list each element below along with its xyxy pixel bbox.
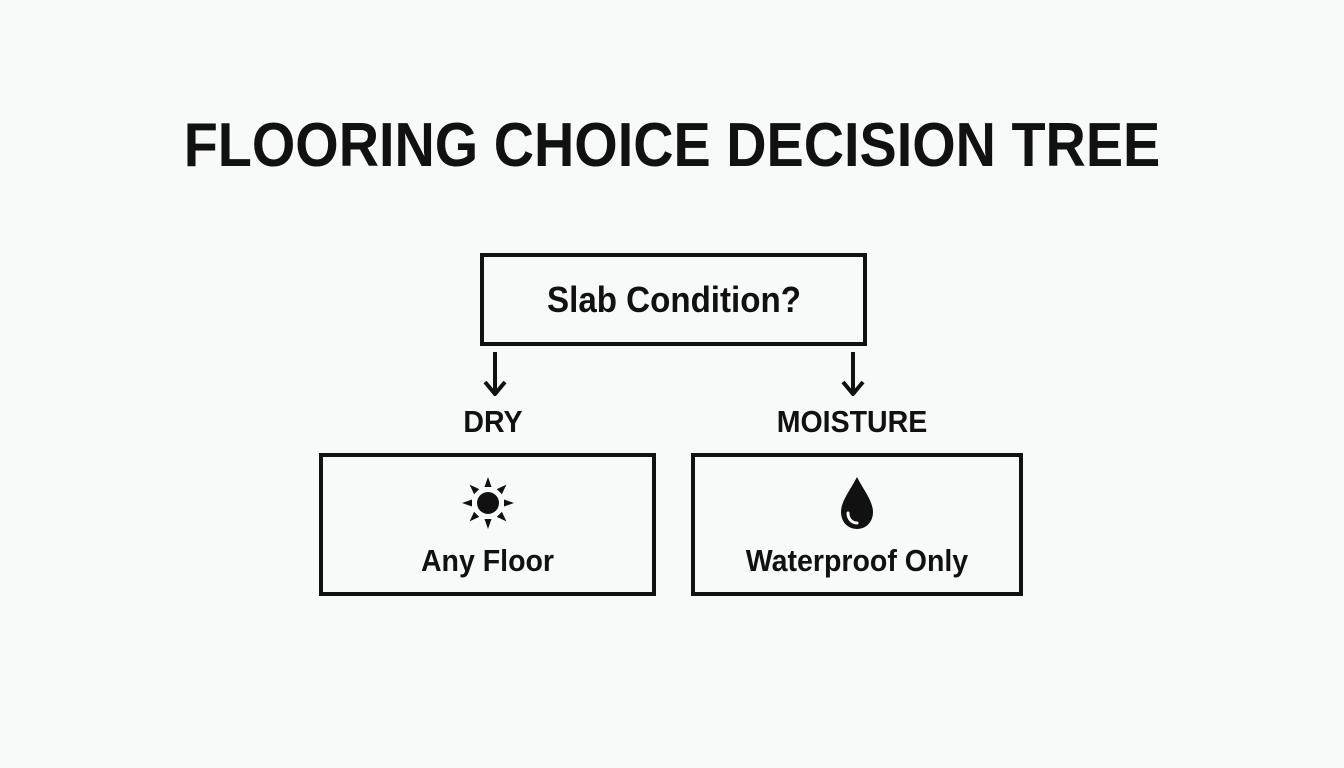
outcome-label-dry: Any Floor — [420, 543, 555, 578]
root-node: Slab Condition? — [480, 253, 867, 346]
branch-label-moisture: MOISTURE — [776, 404, 928, 439]
outcome-node-moisture: Waterproof Only — [691, 453, 1023, 596]
outcome-node-dry: Any Floor — [319, 453, 656, 596]
branch-label-dry: DRY — [463, 404, 523, 439]
diagram-title: FLOORING CHOICE DECISION TREE — [183, 111, 1161, 180]
arrow-down-icon — [483, 352, 507, 396]
outcome-label-moisture: Waterproof Only — [745, 543, 969, 578]
sun-icon — [461, 477, 514, 529]
root-node-label: Slab Condition? — [546, 278, 801, 320]
water-drop-icon — [841, 477, 873, 529]
arrow-down-icon — [841, 352, 865, 396]
